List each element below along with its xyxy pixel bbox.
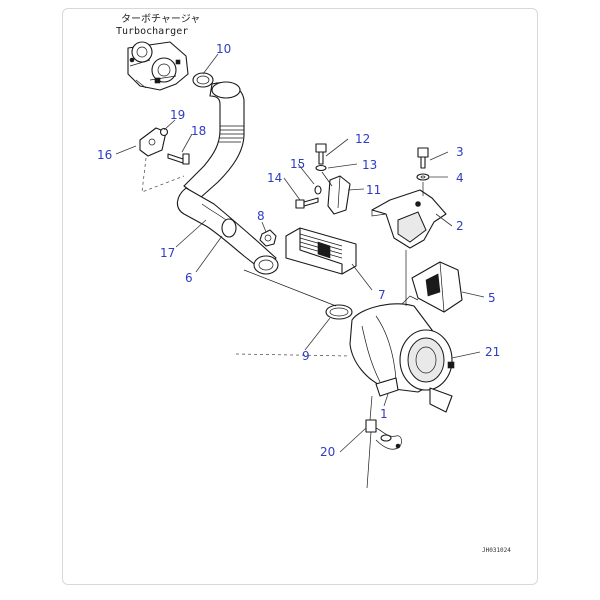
air-cleaner-1-illustration [349, 295, 455, 413]
clamp-9-illustration [325, 304, 353, 320]
callout-5: 5 [488, 291, 496, 305]
callout-1: 1 [380, 407, 388, 421]
sensor-20-illustration [365, 419, 402, 489]
callout-13: 13 [362, 158, 377, 172]
callout-15: 15 [290, 157, 305, 171]
callout-20: 20 [320, 445, 335, 459]
intake-pipe-illustration [176, 187, 279, 275]
bolt-12-illustration [315, 143, 327, 172]
upper-hose-illustration [183, 81, 245, 199]
drawing-code: JH031024 [482, 547, 511, 554]
leader-lines [115, 53, 485, 453]
nut-8-illustration [259, 229, 277, 247]
callout-12: 12 [355, 132, 370, 146]
precleaner-7-illustration [285, 227, 357, 275]
turbocharger-label-jp: ターボチャージャ [121, 13, 200, 25]
turbocharger-illustration [127, 41, 189, 91]
callout-2: 2 [456, 219, 464, 233]
callout-10: 10 [216, 42, 231, 56]
callout-11: 11 [366, 183, 381, 197]
assembly-line-bolt-12 [321, 171, 333, 187]
callout-17: 17 [160, 246, 175, 260]
callout-6: 6 [185, 271, 193, 285]
bracket-2-illustration [371, 189, 447, 249]
callout-16: 16 [97, 148, 112, 162]
assembly-line-bracket [141, 157, 185, 193]
callout-7: 7 [378, 288, 386, 302]
callout-19: 19 [170, 108, 185, 122]
callout-8: 8 [257, 209, 265, 223]
callout-9: 9 [302, 349, 310, 363]
band-5-illustration [411, 261, 463, 313]
callout-14: 14 [267, 171, 282, 185]
bolt-14-illustration [295, 185, 322, 209]
assembly-line-pipe-clamp [243, 269, 337, 307]
bolt-3-illustration [416, 147, 430, 181]
assembly-line-ground [235, 353, 351, 357]
bracket-11-illustration [327, 175, 351, 215]
assembly-line-sensor [369, 395, 373, 421]
bracket-16-illustration [139, 127, 190, 165]
clamp-10-illustration [192, 72, 214, 88]
callout-18: 18 [191, 124, 206, 138]
callout-21: 21 [485, 345, 500, 359]
callout-3: 3 [456, 145, 464, 159]
turbocharger-label-en: Turbocharger [116, 26, 188, 37]
callout-4: 4 [456, 171, 464, 185]
